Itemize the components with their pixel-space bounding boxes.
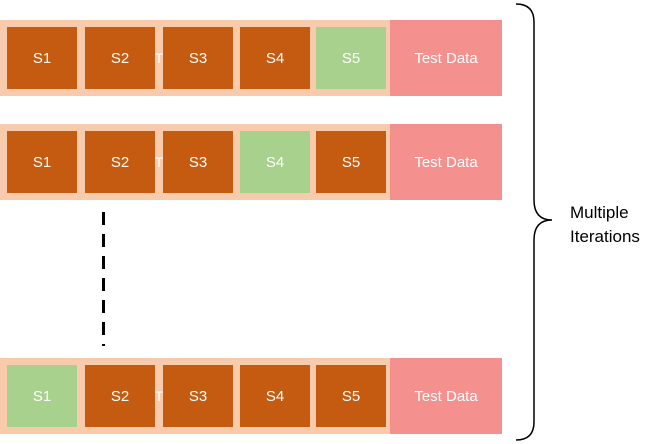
fold-s1: S1 [7,27,77,89]
hidden-t-label: T [154,50,164,66]
fold-s2: S2 [85,27,155,89]
ellipsis-dashed-line [102,212,105,346]
fold-s1: S1 [7,365,77,427]
fold-s4: S4 [240,131,310,193]
fold-s3: S3 [163,365,233,427]
fold-s3: S3 [163,131,233,193]
hidden-t-label: T [154,154,164,170]
iteration-row-2: S1 S2 T S3 S4 S5 Test Data [0,124,502,200]
iteration-row-1: S1 S2 T S3 S4 S5 Test Data [0,20,502,96]
multiple-iterations-label: Multiple Iterations [570,201,640,249]
iteration-row-3: S1 S2 T S3 S4 S5 Test Data [0,358,502,434]
hidden-t-label: T [154,388,164,404]
fold-s1: S1 [7,131,77,193]
curly-brace-icon [515,3,553,441]
fold-s4: S4 [240,365,310,427]
fold-s2: S2 [85,131,155,193]
fold-s5: S5 [316,365,386,427]
fold-s4: S4 [240,27,310,89]
brace-label-line1: Multiple [570,203,629,222]
test-data-block: Test Data [390,358,502,434]
fold-s5: S5 [316,27,386,89]
fold-s3: S3 [163,27,233,89]
test-data-block: Test Data [390,20,502,96]
test-data-block: Test Data [390,124,502,200]
brace-label-line2: Iterations [570,227,640,246]
fold-s5: S5 [316,131,386,193]
fold-s2: S2 [85,365,155,427]
